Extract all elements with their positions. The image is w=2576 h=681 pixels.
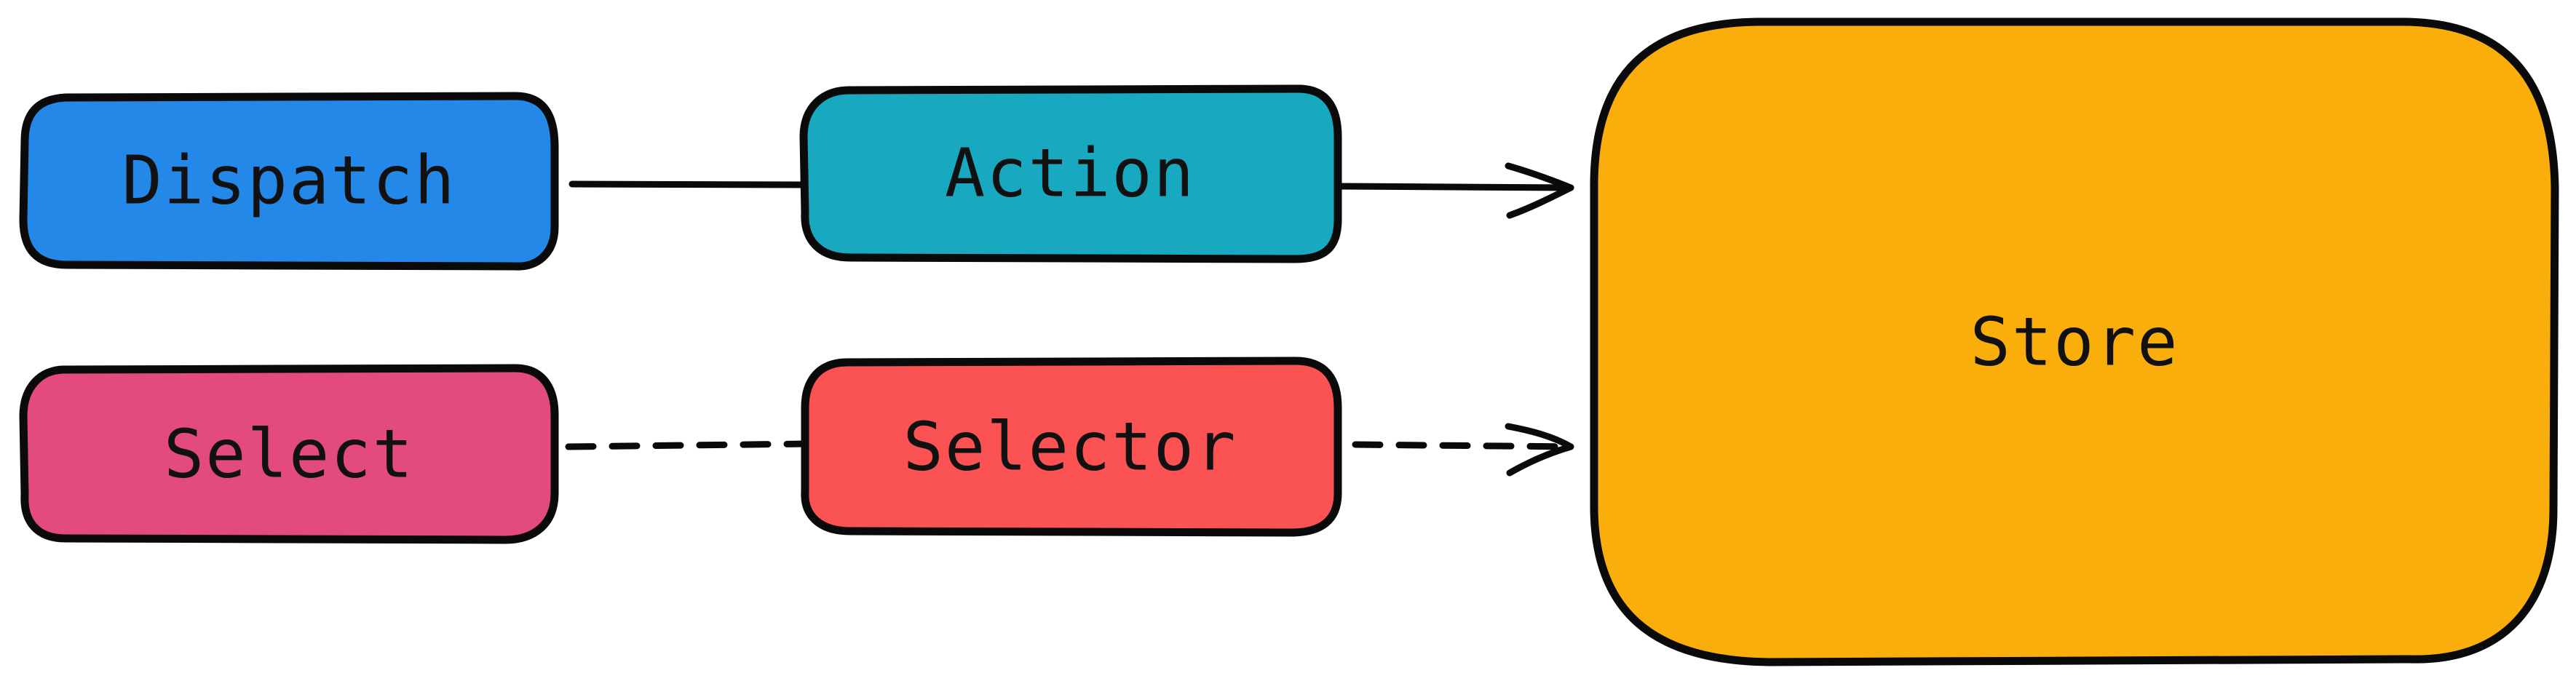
store-label: Store (1970, 303, 2179, 381)
edges (565, 162, 1574, 477)
node-store: Store (1590, 17, 2559, 666)
dispatch-box (19, 92, 559, 271)
edge-dispatch-to-action (568, 180, 812, 188)
edge-action-to-store (1334, 183, 1574, 191)
select-label: Select (164, 415, 414, 493)
action-box (799, 84, 1342, 263)
node-select: Select (19, 364, 559, 544)
edge-selector-to-store (1352, 441, 1574, 450)
action-label: Action (945, 135, 1195, 212)
dispatch-label: Dispatch (122, 142, 456, 220)
selector-label: Selector (903, 408, 1237, 486)
selector-box (801, 357, 1342, 537)
select-box (19, 364, 559, 544)
node-action: Action (799, 84, 1342, 263)
arrowhead-action-to-store (1505, 162, 1574, 219)
node-selector: Selector (801, 357, 1342, 537)
node-dispatch: Dispatch (19, 92, 559, 271)
arrowhead-selector-to-store (1505, 423, 1574, 477)
store-box (1590, 17, 2559, 666)
edge-select-to-selector (565, 440, 810, 450)
